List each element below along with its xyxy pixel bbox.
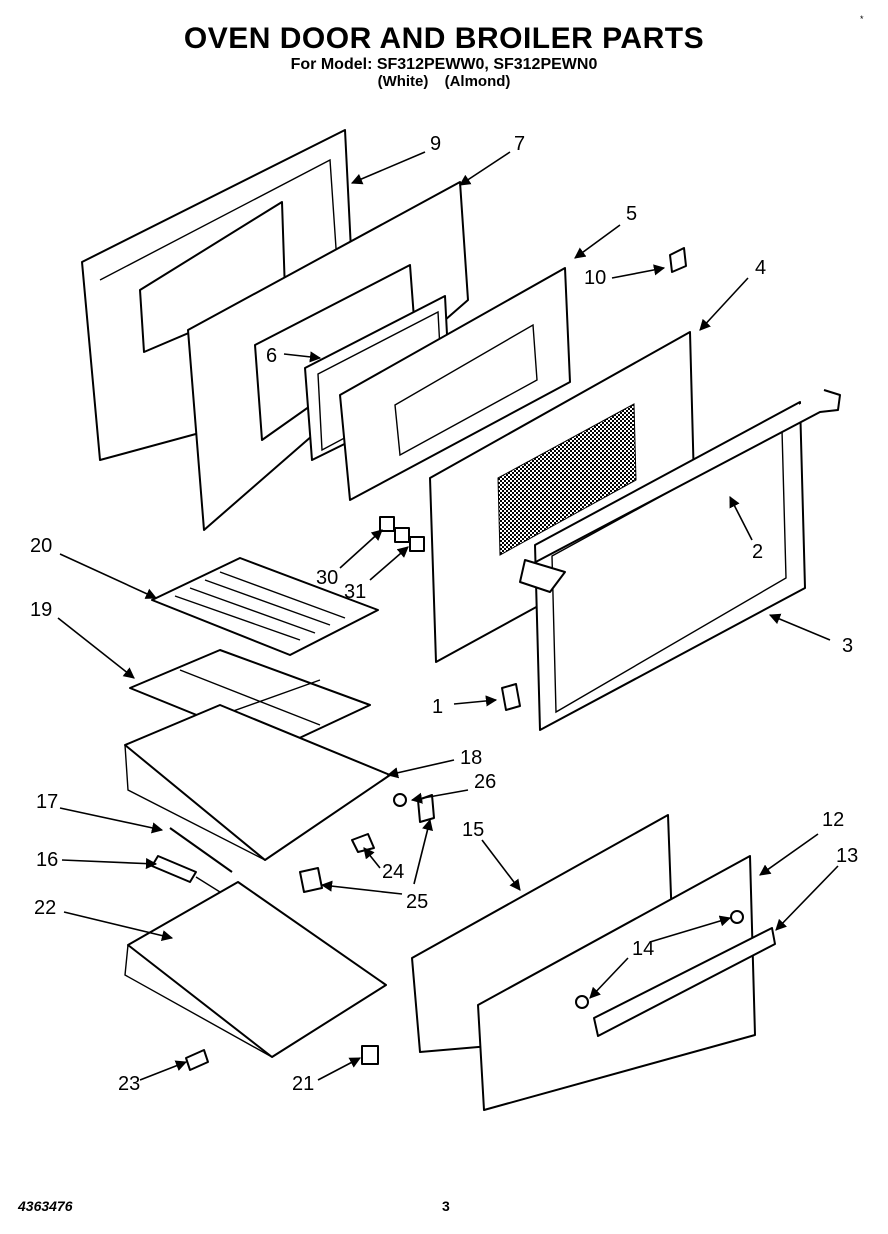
hinge-clip [669, 247, 687, 273]
callout-16: 16 [36, 849, 58, 871]
broiler-grid [151, 557, 379, 656]
callout-4: 4 [755, 257, 766, 279]
variant-almond: (Almond) [444, 73, 511, 90]
document-number: 4363476 [18, 1198, 73, 1214]
callout-25: 25 [406, 891, 428, 913]
callout-22: 22 [34, 897, 56, 919]
callout-15: 15 [462, 819, 484, 841]
callout-10: 10 [584, 267, 606, 289]
callout-6: 6 [266, 345, 277, 367]
callout-20: 20 [30, 535, 52, 557]
callout-26: 26 [474, 771, 496, 793]
callout-labels: 1 2 3 4 5 6 7 9 10 12 13 14 14 15 16 17 … [30, 133, 858, 1095]
callout-12: 12 [822, 809, 844, 831]
callout-23: 23 [118, 1073, 140, 1095]
callout-3: 3 [842, 635, 853, 657]
inner-glass-panel [339, 267, 571, 501]
callout-30: 30 [316, 567, 338, 589]
callout-17: 17 [36, 791, 58, 813]
callout-9: 9 [430, 133, 441, 155]
variant-white: (White) [377, 73, 429, 90]
page-number: 3 [442, 1198, 450, 1214]
handle-spacers [575, 910, 744, 1009]
callout-1: 1 [432, 696, 443, 718]
model-line: For Model: SF312PEWW0, SF312PEWN0 [290, 56, 598, 73]
broiler-pan [124, 704, 391, 861]
color-variants: (White) (Almond) [0, 73, 888, 90]
callout-24: 24 [382, 861, 404, 883]
corner-mark: * [860, 14, 864, 24]
callout-19: 19 [30, 599, 52, 621]
broiler-tray [124, 881, 387, 1058]
callout-31: 31 [344, 581, 366, 603]
tray-fasteners [185, 1045, 379, 1071]
callout-5: 5 [626, 203, 637, 225]
callout-7: 7 [514, 133, 525, 155]
callout-14a: 14 [632, 938, 654, 960]
broiler-door-handle [593, 927, 776, 1037]
callout-18: 18 [460, 747, 482, 769]
callout-13: 13 [836, 845, 858, 867]
door-bracket [501, 683, 521, 711]
door-handle [519, 389, 841, 593]
callout-21: 21 [292, 1073, 314, 1095]
callout-2: 2 [752, 541, 763, 563]
page-title: OVEN DOOR AND BROILER PARTS [183, 22, 705, 55]
glass-clips [379, 516, 425, 552]
broiler-door-outer [477, 855, 756, 1111]
leader-lines [57, 151, 839, 1081]
